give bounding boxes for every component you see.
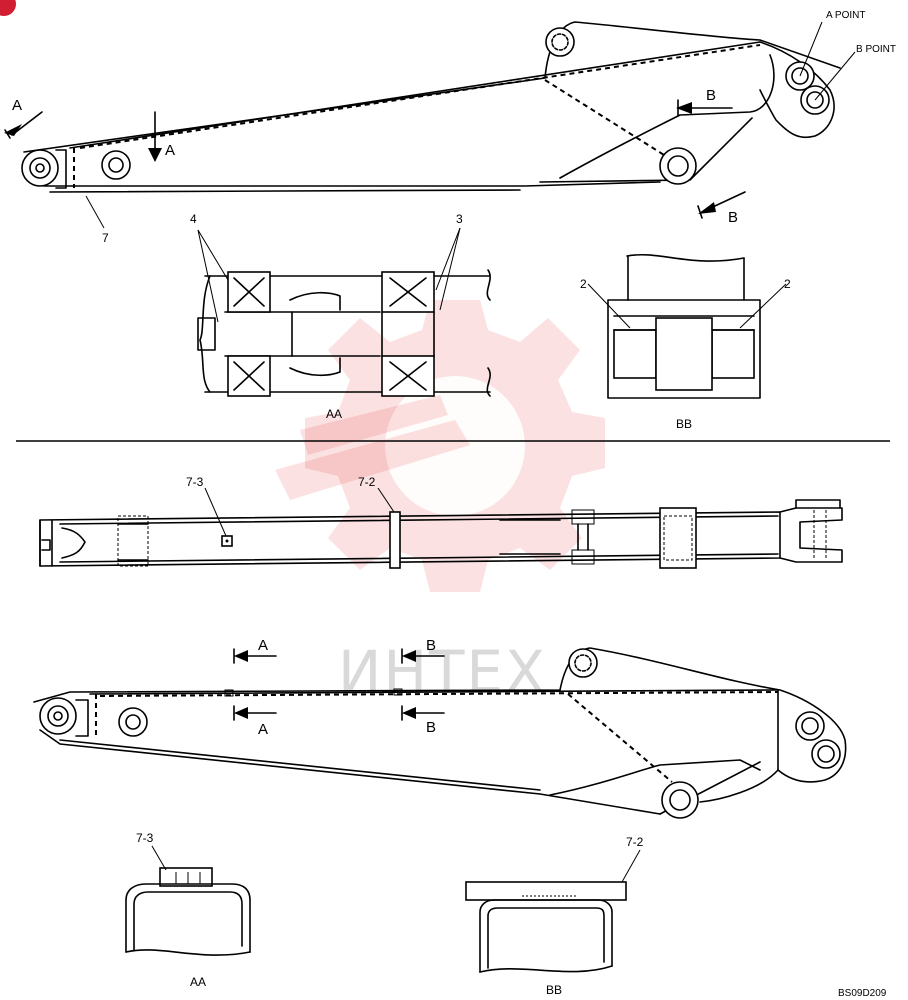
top-boom-side-view — [21, 21, 841, 193]
a-point-label: A POINT — [826, 10, 865, 21]
section-aa-bottom-view: 7-3 AA — [125, 831, 251, 989]
top-annotations: A POINT B POINT A A B B 7 — [4, 10, 896, 245]
cylinder-boss — [659, 147, 697, 185]
section-aa-top-view: 4 3 AA — [190, 212, 491, 421]
section-bb-label: BB — [676, 417, 692, 431]
part-7-3-label: 7-3 — [186, 475, 204, 489]
bottom-section-arrows: A A B B — [233, 637, 445, 738]
part-2-label: 2 — [784, 277, 791, 291]
section-arrow-a-label: A — [12, 97, 22, 114]
watermark-gear-logo — [275, 300, 605, 592]
section-bb-bottom-view: 7-2 BB — [465, 835, 644, 997]
section-arrow-b-label: B — [426, 719, 436, 736]
section-arrow-b-label: B — [426, 637, 436, 654]
boom-plan-view: 7-3 7-2 — [39, 475, 843, 569]
part-7-3-label: 7-3 — [136, 831, 154, 845]
part-3-label: 3 — [456, 212, 463, 226]
section-arrow-b-label: B — [728, 209, 738, 226]
b-point-label: B POINT — [856, 44, 896, 55]
part-2-label: 2 — [580, 277, 587, 291]
boom-nose-pin — [21, 149, 59, 187]
section-arrow-a-label: A — [165, 142, 175, 159]
part-7-label: 7 — [102, 231, 109, 245]
corner-mark — [0, 0, 16, 16]
section-bb-top-view: 2 2 BB — [580, 253, 791, 431]
section-arrow-a-label: A — [258, 637, 268, 654]
bottom-boom-side-view — [33, 647, 847, 819]
section-arrow-b-label: B — [706, 87, 716, 104]
part-7-2-label: 7-2 — [358, 475, 376, 489]
section-aa-label: AA — [326, 407, 342, 421]
part-7-2-label: 7-2 — [626, 835, 644, 849]
section-arrow-a-label: A — [258, 721, 268, 738]
watermark-text: ИНТЕХ — [338, 638, 547, 706]
part-4-label: 4 — [190, 212, 197, 226]
section-aa-label: AA — [190, 975, 206, 989]
section-bb-label: BB — [546, 983, 562, 997]
drawing-code: BS09D209 — [838, 988, 887, 999]
